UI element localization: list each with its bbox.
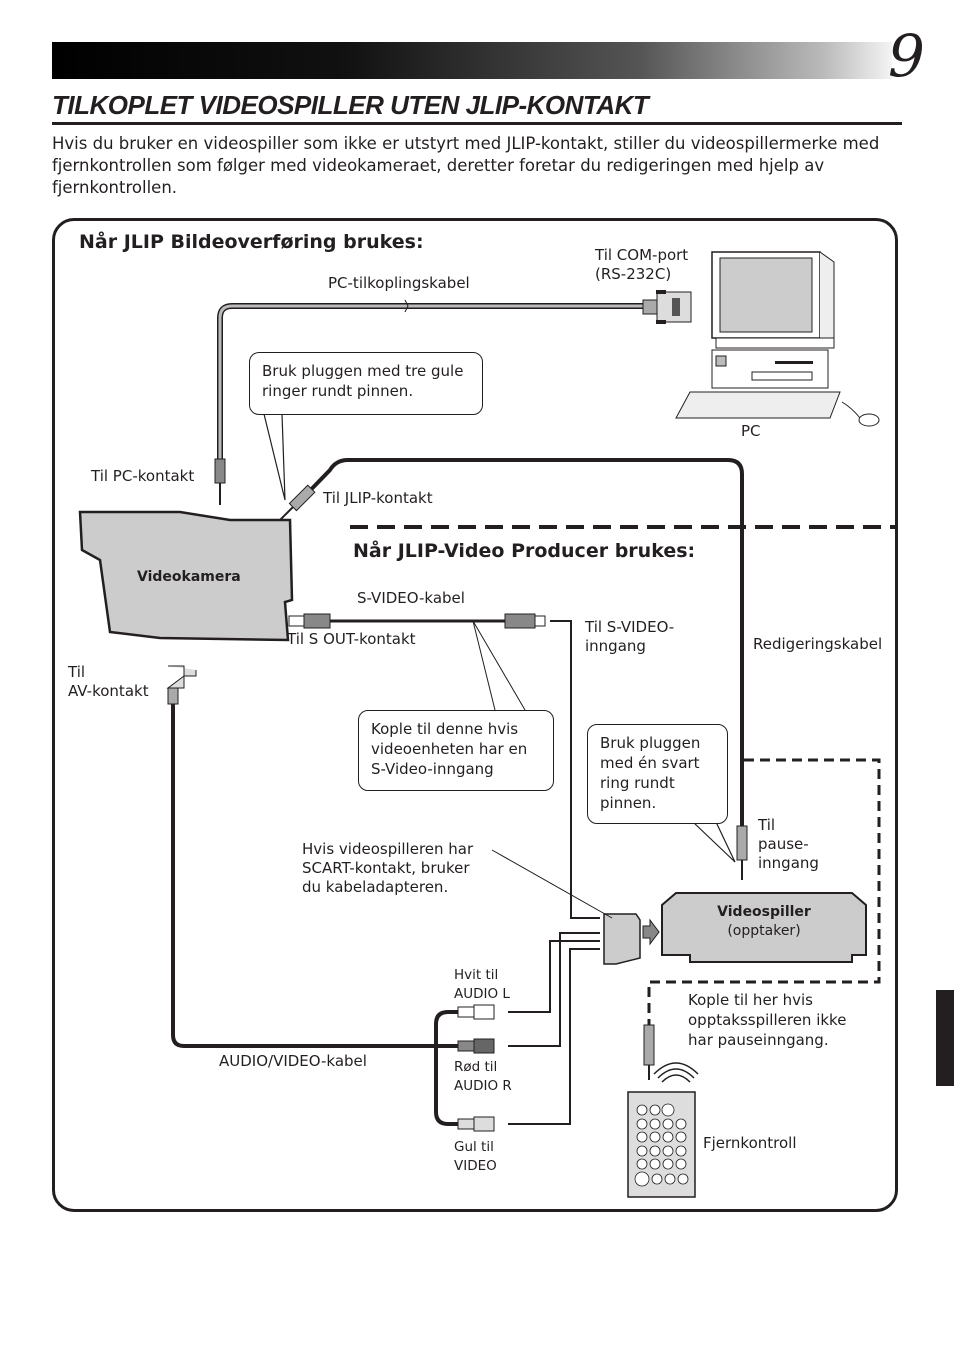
pc-icon [675, 251, 880, 427]
callout-svideo: Kople til denne hvis videoenheten har en… [358, 710, 554, 791]
callout-one-ring-line2: med én svart [600, 754, 700, 772]
label-red-audio-r: Rød til AUDIO R [454, 1058, 512, 1096]
label-to-av-line1: Til [68, 663, 86, 681]
label-av-cable: AUDIO/VIDEO-kabel [219, 1052, 367, 1070]
label-no-pause-line3: har pauseinngang. [688, 1031, 829, 1049]
label-edit-cable: Redigeringskabel [753, 635, 883, 653]
label-yellow-line1: Gul til [454, 1139, 494, 1155]
callout-three-rings: Bruk pluggen med tre gule ringer rundt p… [249, 352, 483, 415]
label-to-pc-jack: Til PC-kontakt [91, 467, 195, 485]
svideo-in-plug-icon [504, 613, 546, 629]
label-to-svideo-in: Til S-VIDEO- inngang [585, 618, 674, 656]
page-title: TILKOPLET VIDEOSPILLER UTEN JLIP-KONTAKT [52, 90, 649, 120]
callout-one-ring: Bruk pluggen med én svart ring rundt pin… [587, 724, 728, 824]
section-title-jlip-video-producer: Når JLIP-Video Producer brukes: [353, 540, 696, 562]
label-yellow-video: Gul til VIDEO [454, 1138, 497, 1176]
callout-three-rings-line2: ringer rundt pinnen. [262, 382, 414, 400]
callout-three-rings-line1: Bruk pluggen med tre gule [262, 362, 464, 380]
label-camcorder: Videokamera [137, 569, 241, 585]
av-cable [171, 704, 470, 1048]
svideo-to-adapter-line [550, 620, 600, 919]
label-to-jlip-jack: Til JLIP-kontakt [323, 489, 433, 507]
rca-red-plug-icon [457, 1038, 495, 1054]
label-red-line2: AUDIO R [454, 1078, 512, 1094]
section-edge-tab [936, 990, 954, 1086]
rca-white-plug-icon [457, 1004, 495, 1020]
scart-pointer-line [491, 849, 613, 919]
label-to-svideo-in-line1: Til S-VIDEO- [585, 618, 675, 636]
label-scart-note: Hvis videospilleren har SCART-kontakt, b… [302, 840, 473, 897]
label-scart-note-line1: Hvis videospilleren har [302, 840, 474, 858]
arrow-right-icon [642, 918, 660, 946]
callout-tail [692, 821, 736, 863]
diagram-frame [52, 218, 898, 1212]
callout-svideo-line3: S-Video-inngang [371, 760, 494, 778]
page-number: 9 [888, 22, 925, 90]
label-com-port: Til COM-port (RS-232C) [595, 246, 688, 284]
label-to-pause: Til pause- inngang [758, 816, 819, 873]
callout-one-ring-line1: Bruk pluggen [600, 734, 701, 752]
label-pc-cable: PC-tilkoplingskabel [328, 274, 470, 292]
scart-adapter-icon [603, 913, 641, 965]
label-to-s-out: Til S OUT-kontakt [287, 630, 416, 648]
label-to-av: Til AV-kontakt [68, 663, 149, 701]
pause-plug-icon [736, 825, 748, 880]
section-title-jlip-image: Når JLIP Bildeoverføring brukes: [79, 231, 424, 253]
label-remote: Fjernkontroll [703, 1134, 797, 1152]
label-svideo-cable: S-VIDEO-kabel [357, 589, 465, 607]
callout-svideo-line1: Kople til denne hvis [371, 720, 519, 738]
label-white-line2: AUDIO L [454, 986, 510, 1002]
label-no-pause: Kople til her hvis opptaksspilleren ikke… [688, 990, 846, 1050]
label-yellow-line2: VIDEO [454, 1158, 497, 1174]
label-to-pause-line1: Til [758, 816, 776, 834]
label-to-av-line2: AV-kontakt [68, 682, 149, 700]
remote-plug-icon [643, 1024, 655, 1080]
callout-one-ring-line4: pinnen. [600, 794, 657, 812]
rca-yellow-plug-icon [457, 1116, 495, 1132]
rs232-connector-icon [642, 290, 692, 324]
callout-tail [263, 413, 286, 501]
callout-tail [472, 620, 526, 711]
remote-dashed-path [647, 758, 881, 1025]
cable-break-mark [404, 299, 409, 313]
label-com-port-line1: Til COM-port [595, 246, 689, 264]
ir-signal-icon [653, 1062, 699, 1083]
edit-cable [294, 458, 744, 826]
label-vcr: Videospiller (opptaker) [662, 903, 866, 941]
label-scart-note-line3: du kabeladapteren. [302, 878, 449, 896]
label-vcr-line2: (opptaker) [727, 923, 801, 939]
label-red-line1: Rød til [454, 1059, 498, 1075]
remote-control-icon [627, 1091, 696, 1198]
callout-svideo-line2: videoenheten har en [371, 740, 528, 758]
vcr-icon [661, 892, 867, 963]
title-underline [52, 122, 902, 125]
camcorder-icon [78, 510, 294, 642]
label-to-pause-line2: pause- [758, 835, 809, 853]
label-no-pause-line1: Kople til her hvis [688, 991, 813, 1009]
av-plug-icon [166, 665, 197, 705]
callout-one-ring-line3: ring rundt [600, 774, 675, 792]
intro-paragraph: Hvis du bruker en videospiller som ikke … [52, 134, 880, 197]
s-out-plug-icon [288, 613, 331, 629]
pc-jack-plug-icon [214, 458, 226, 505]
label-white-line1: Hvit til [454, 967, 499, 983]
label-to-svideo-in-line2: inngang [585, 637, 646, 655]
label-vcr-line1: Videospiller [717, 904, 811, 920]
label-no-pause-line2: opptaksspilleren ikke [688, 1011, 847, 1029]
label-com-port-line2: (RS-232C) [595, 265, 672, 283]
label-scart-note-line2: SCART-kontakt, bruker [302, 859, 470, 877]
header-gradient-bar [52, 42, 892, 79]
label-pc: PC [741, 422, 761, 440]
label-white-audio-l: Hvit til AUDIO L [454, 966, 510, 1004]
label-to-pause-line3: inngang [758, 854, 819, 872]
